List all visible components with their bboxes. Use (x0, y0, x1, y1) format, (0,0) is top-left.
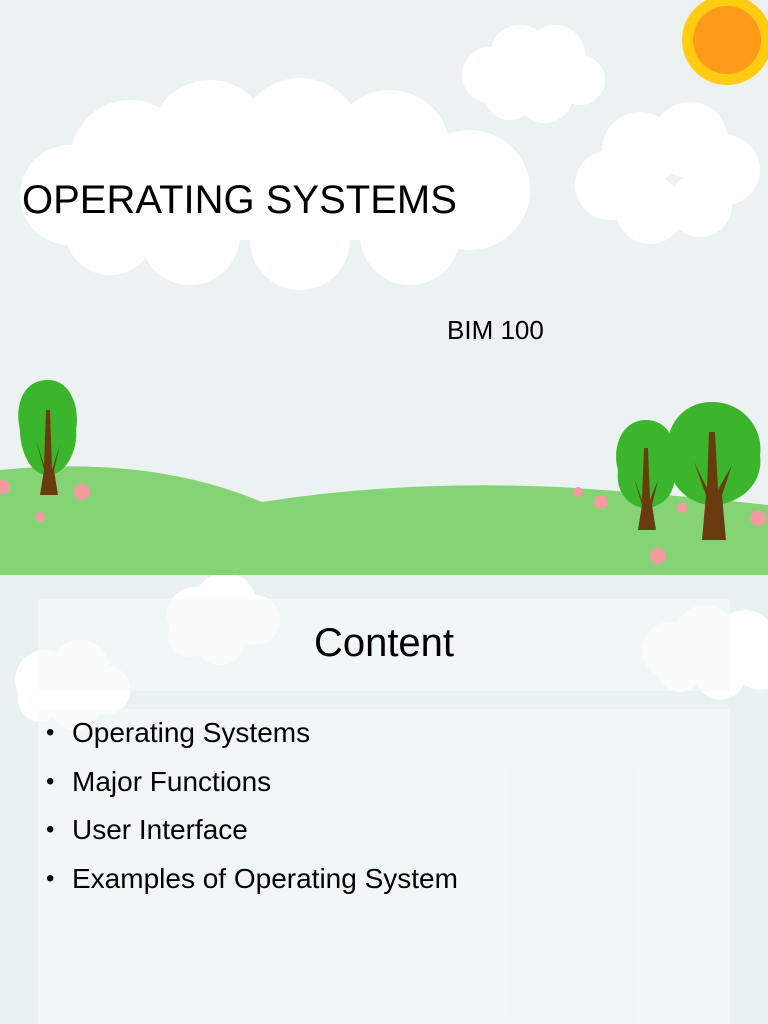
list-item: • Examples of Operating System (44, 855, 458, 904)
list-item: • User Interface (44, 806, 458, 855)
list-item: • Operating Systems (44, 709, 458, 758)
list-item: • Major Functions (44, 758, 458, 807)
heading-panel (38, 599, 730, 691)
slide-title: OPERATING SYSTEMS (22, 178, 457, 222)
landscape-illustration (0, 0, 768, 575)
bullet-icon: • (46, 719, 55, 746)
sun-icon (682, 0, 768, 85)
content-heading: Content (313, 621, 455, 665)
cloud-icon (462, 25, 605, 123)
content-slide: Content • Operating Systems • Major Functi… (0, 575, 768, 1024)
list-item-text: Examples of Operating System (72, 862, 458, 894)
title-slide: OPERATING SYSTEMS BIM 100 (0, 0, 768, 575)
cloud-icon (20, 78, 530, 290)
list-item-text: User Interface (72, 814, 248, 845)
tree-icon (667, 402, 761, 540)
bullet-icon: • (46, 864, 55, 892)
bullet-list: • Operating Systems • Major Functions • Use… (44, 709, 458, 903)
body-panel (38, 709, 730, 1024)
bullet-icon: • (46, 816, 55, 843)
list-item-text: Operating Systems (72, 717, 311, 748)
tree-icon (18, 380, 77, 495)
tree-icon (616, 420, 676, 530)
bullet-icon: • (46, 767, 55, 795)
flower-icon (0, 480, 766, 564)
cloud-icon (575, 102, 760, 244)
list-item-text: Major Functions (72, 765, 272, 797)
slide-subtitle: BIM 100 (447, 315, 544, 345)
